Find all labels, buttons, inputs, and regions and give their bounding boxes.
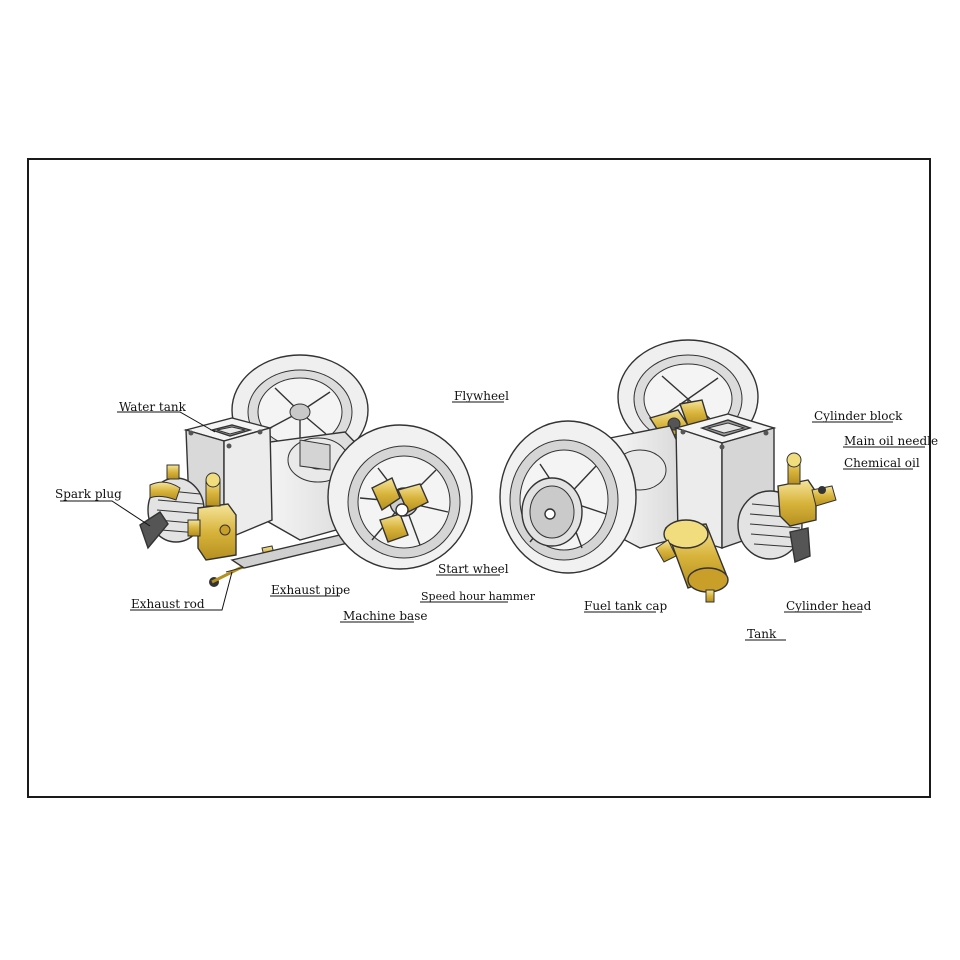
right-oil-needle-assembly <box>777 452 837 527</box>
labels: Water tank Flywheel Spark plug Start whe… <box>55 389 938 641</box>
label-chemical-oil: Chemical oil <box>844 456 920 470</box>
label-spark-plug: Spark plug <box>55 487 122 501</box>
left-machine-base <box>230 534 354 569</box>
right-cylinder-block <box>673 413 777 549</box>
label-tank: Tank <box>747 627 777 641</box>
left-valve-assembly <box>187 472 237 587</box>
label-start-wheel: Start wheel <box>438 562 509 576</box>
label-exhaust-pipe: Exhaust pipe <box>271 583 350 597</box>
label-speed-hour-hammer: Speed hour hammer <box>421 590 536 603</box>
left-speed-hour-hammer <box>371 477 429 543</box>
label-main-oil-needle: Main oil needle <box>844 434 938 448</box>
right-fuel-tank <box>655 519 729 603</box>
label-cylinder-block: Cylinder block <box>814 409 903 423</box>
label-fuel-tank-cap: Fuel tank cap <box>584 599 667 613</box>
label-machine-base: Machine base <box>343 609 427 623</box>
left-engine <box>139 354 473 587</box>
label-cylinder-head: Cylinder head <box>786 599 872 613</box>
label-exhaust-rod: Exhaust rod <box>131 597 205 611</box>
label-flywheel: Flywheel <box>454 389 509 403</box>
right-engine <box>499 339 837 603</box>
leader-lines <box>60 401 925 641</box>
right-start-wheel <box>499 420 637 574</box>
label-water-tank: Water tank <box>119 400 187 414</box>
